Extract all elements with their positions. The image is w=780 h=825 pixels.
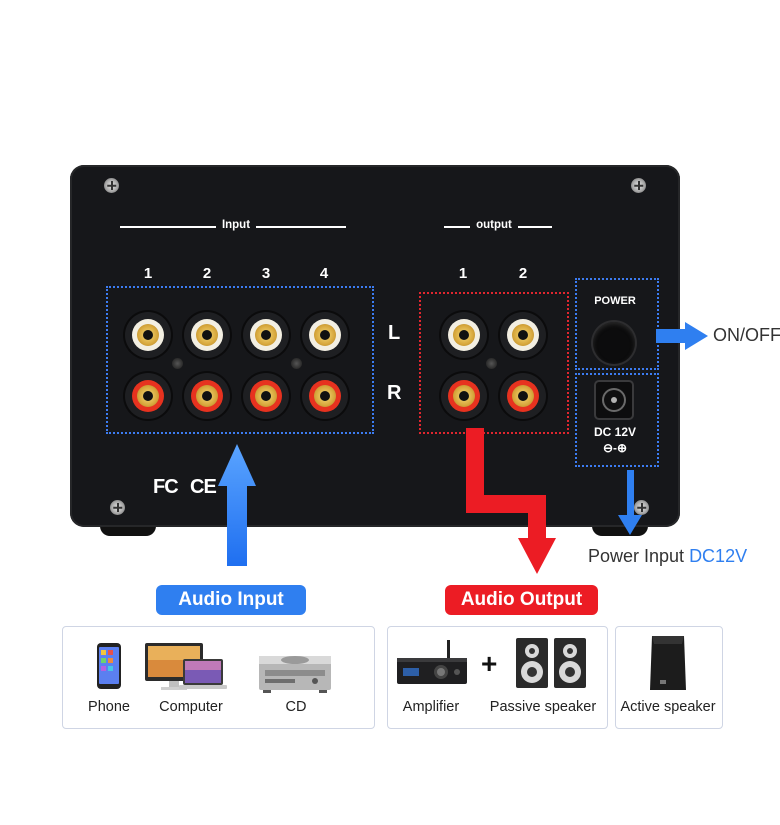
input-4-right-jack bbox=[302, 373, 348, 419]
input-number-4: 4 bbox=[319, 265, 329, 282]
output-2-right-jack bbox=[500, 373, 546, 419]
input-number-3: 3 bbox=[261, 265, 271, 282]
output-number-1: 1 bbox=[458, 265, 468, 282]
input-3-left-jack bbox=[243, 312, 289, 358]
dc-polarity-label: ⊖-⊕ bbox=[602, 441, 628, 455]
input-jacks-box bbox=[106, 286, 374, 434]
on-off-label: ON/OFF bbox=[713, 325, 780, 345]
input-section-label: Input bbox=[221, 219, 251, 231]
input-number-1: 1 bbox=[143, 265, 153, 282]
output-header-line-left bbox=[444, 226, 470, 228]
screw-bottom-right bbox=[634, 500, 649, 515]
active-speaker-icon bbox=[650, 636, 686, 690]
passive-speaker-icon bbox=[516, 638, 586, 688]
output-1-left-jack bbox=[441, 312, 487, 358]
audio-input-pill: Audio Input bbox=[156, 585, 306, 615]
input-mount-screw-2 bbox=[291, 358, 302, 369]
amplifier-label: Amplifier bbox=[402, 699, 460, 715]
output-mount-screw bbox=[486, 358, 497, 369]
audio-output-pill: Audio Output bbox=[445, 585, 598, 615]
ce-mark: CE bbox=[190, 476, 217, 498]
active-speaker-label: Active speaker bbox=[620, 699, 716, 715]
output-number-2: 2 bbox=[518, 265, 528, 282]
dc-voltage-label: DC 12V bbox=[593, 425, 637, 439]
screw-top-left bbox=[104, 178, 119, 193]
input-3-right-jack bbox=[243, 373, 289, 419]
input-1-left-jack bbox=[125, 312, 171, 358]
input-1-right-jack bbox=[125, 373, 171, 419]
input-4-left-jack bbox=[302, 312, 348, 358]
power-label: POWER bbox=[594, 295, 636, 307]
input-2-right-jack bbox=[184, 373, 230, 419]
cd-player-icon bbox=[259, 656, 331, 693]
power-input-label: Power Input DC12V bbox=[588, 546, 747, 567]
power-input-value: DC12V bbox=[689, 546, 748, 566]
computer-icon bbox=[145, 643, 227, 690]
dc-input-box bbox=[575, 373, 659, 467]
output-jacks-box bbox=[419, 292, 569, 434]
dc-power-jack bbox=[596, 382, 632, 418]
input-2-left-jack bbox=[184, 312, 230, 358]
phone-icon bbox=[97, 643, 121, 689]
audio-output-arrow-head bbox=[518, 538, 556, 574]
input-mount-screw-1 bbox=[172, 358, 183, 369]
output-section-label: output bbox=[476, 219, 512, 231]
right-channel-label: R bbox=[387, 382, 402, 404]
screw-bottom-left bbox=[110, 500, 125, 515]
fc-mark: FC bbox=[153, 476, 179, 498]
input-header-line-left bbox=[120, 226, 216, 228]
output-header-line-right bbox=[518, 226, 552, 228]
phone-label: Phone bbox=[88, 699, 130, 715]
left-channel-label: L bbox=[388, 322, 401, 344]
passive-speaker-label: Passive speaker bbox=[489, 699, 597, 715]
computer-label: Computer bbox=[159, 699, 223, 715]
cd-label: CD bbox=[285, 699, 307, 715]
amplifier-icon bbox=[397, 640, 467, 684]
input-header-line-right bbox=[256, 226, 346, 228]
output-2-left-jack bbox=[500, 312, 546, 358]
output-1-right-jack bbox=[441, 373, 487, 419]
plus-sign: + bbox=[481, 648, 498, 679]
power-button[interactable] bbox=[593, 322, 635, 364]
screw-top-right bbox=[631, 178, 646, 193]
power-input-prefix: Power Input bbox=[588, 546, 690, 566]
input-number-2: 2 bbox=[202, 265, 212, 282]
